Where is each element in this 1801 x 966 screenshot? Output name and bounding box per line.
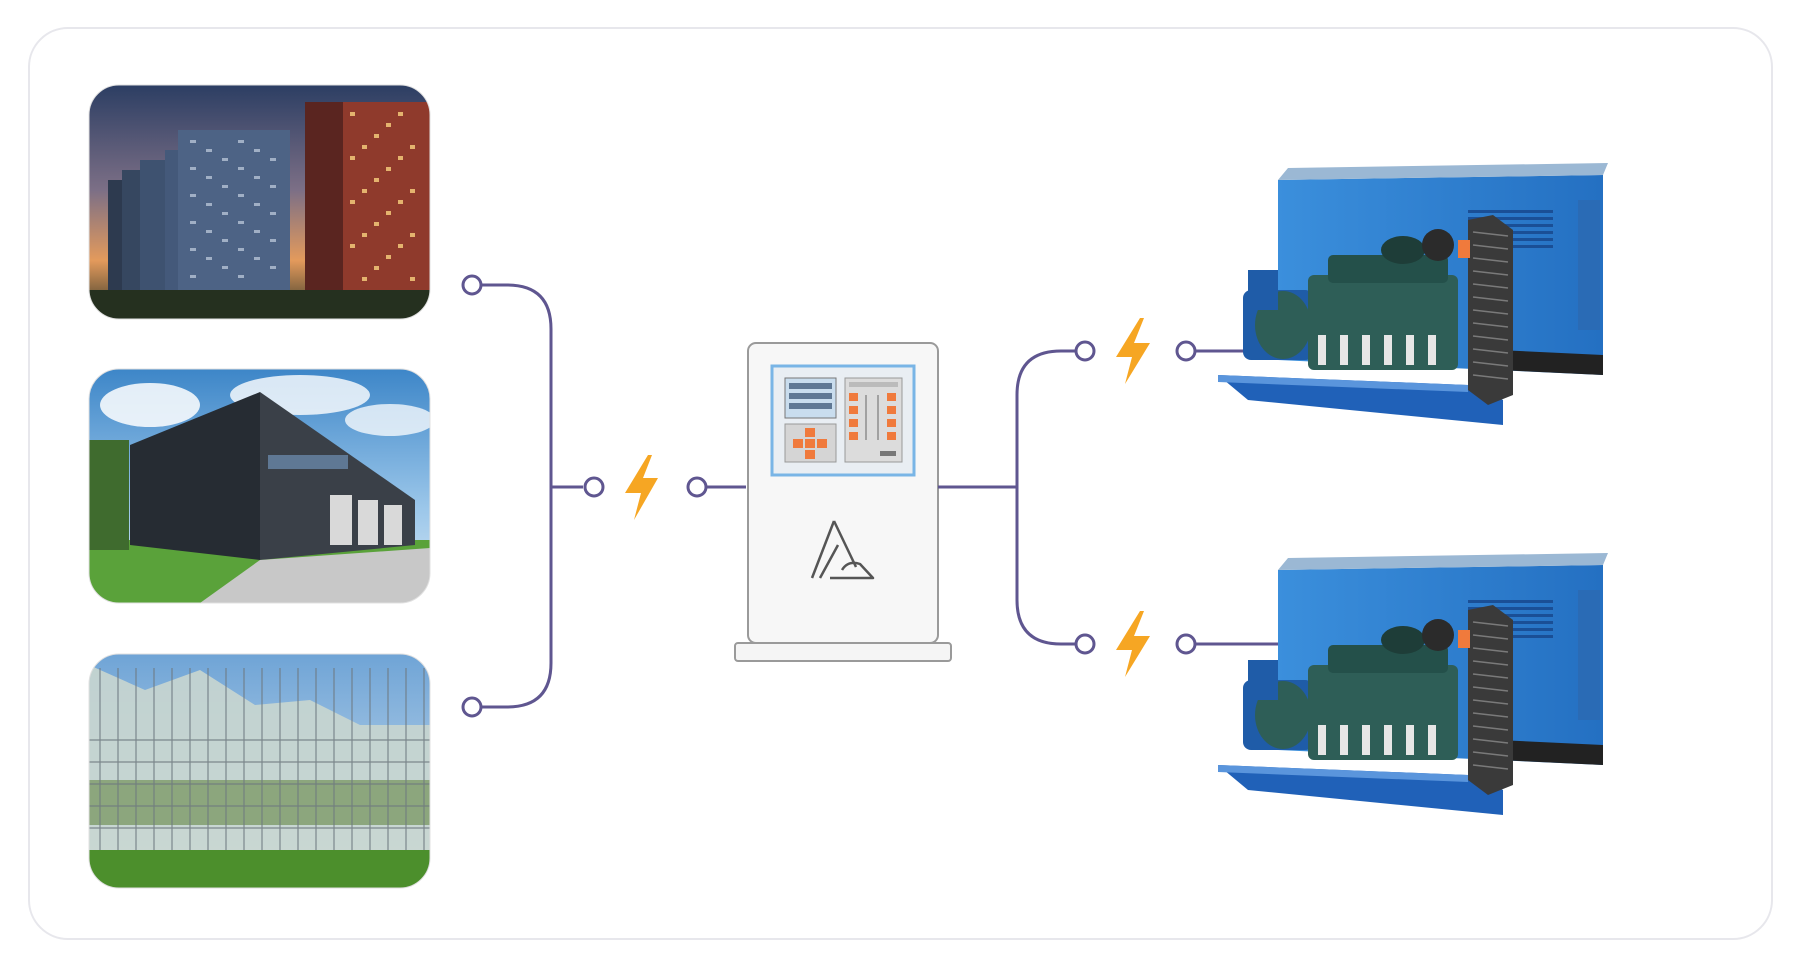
controller-buttons-right: [844, 377, 903, 463]
consumer-photo-greenhouse: [89, 654, 430, 888]
lightning-bolt-icon: [625, 455, 658, 520]
lightning-bolt-icon: [1116, 611, 1150, 677]
diesel-generator-1: [1218, 163, 1608, 425]
transfer-switch-cabinet: [734, 342, 952, 662]
diesel-generator-2: [1218, 553, 1608, 815]
consumer-connector: [461, 274, 746, 718]
consumer-photo-towers: [89, 85, 430, 319]
brand-logo: [810, 520, 875, 580]
lightning-bolt-icon: [1116, 318, 1150, 384]
controller-screen-left: [784, 377, 837, 463]
consumer-photo-warehouse: [89, 369, 430, 603]
